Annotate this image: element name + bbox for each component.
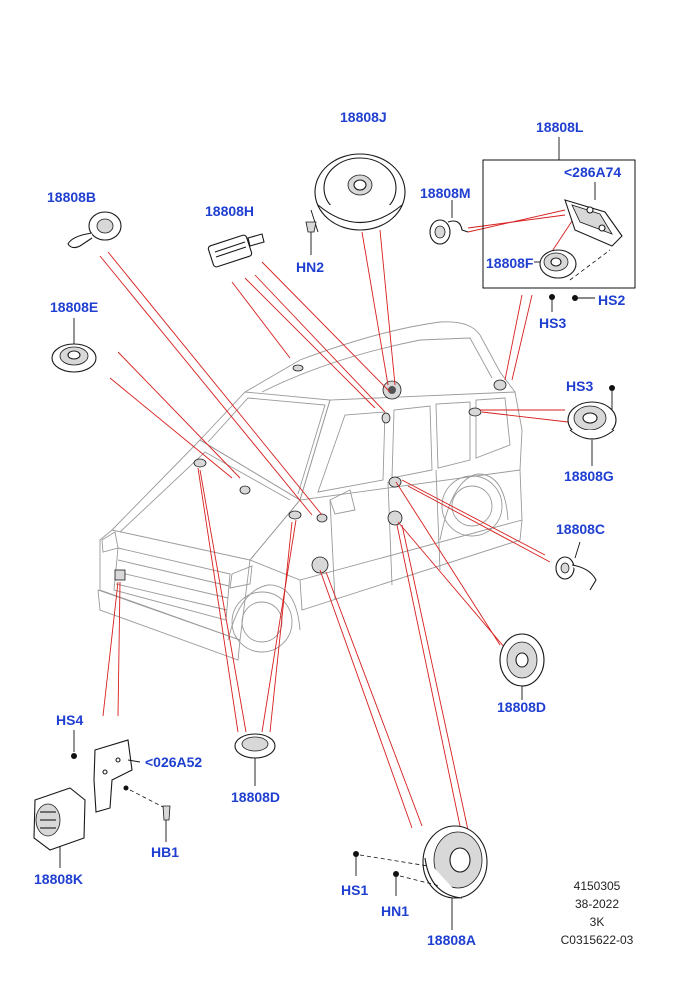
tailgate-speaker-location-icon: [493, 379, 507, 391]
callout-18808M: 18808M: [420, 185, 471, 201]
rear-roof-speaker-location-icon: [292, 364, 304, 372]
callout-HS3-rear: HS3: [566, 378, 593, 394]
speaker-18808D-rear-icon: [499, 633, 545, 700]
ref-line-4: C0315622-03: [561, 933, 634, 947]
speaker-18808E-icon: [51, 318, 97, 373]
ref-line-1: 4150305: [574, 879, 621, 893]
rear-door-speaker-location-icon: [387, 510, 403, 526]
speaker-18808M-icon: [429, 200, 469, 245]
callout-18808H: 18808H: [205, 203, 254, 219]
callout-18808L: 18808L: [536, 119, 584, 135]
callout-18808B: 18808B: [47, 189, 96, 205]
roof-speaker-18808J-icon: [310, 153, 406, 233]
rear-quarter-speaker-location-icon: [468, 407, 482, 417]
callout-18808G: 18808G: [564, 468, 614, 484]
screws-module-group-icon: [549, 294, 595, 312]
speaker-18808G-icon: [567, 385, 617, 466]
rear-door-tweeter-location-icon: [388, 476, 402, 488]
front-door-speaker-location-icon: [311, 556, 329, 574]
mirror-speaker-location-icon: [316, 513, 328, 523]
callout-18808K: 18808K: [34, 871, 83, 887]
callout-18808A: 18808A: [427, 932, 476, 948]
roof-speaker-cone-icon: [388, 386, 396, 394]
speaker-18808C-icon: [555, 541, 597, 591]
callout-labels: 18808J 18808L <286A74 18808M 18808B 1880…: [34, 109, 625, 948]
callout-HN1: HN1: [381, 903, 409, 919]
sounder-18808K-icon: [33, 787, 86, 868]
callout-18808D-rear: 18808D: [497, 699, 546, 715]
bracket-assembly-icon: [71, 730, 171, 842]
callout-HS4: HS4: [56, 712, 83, 728]
callout-286A74: <286A74: [564, 164, 621, 180]
ref-line-2: 38-2022: [575, 897, 619, 911]
dash-centre-speaker-location-icon: [239, 485, 251, 495]
front-bumper-sounder-location-icon: [114, 569, 126, 581]
callout-HS2: HS2: [598, 292, 625, 308]
pillar-speaker-location-icon: [288, 510, 302, 520]
amplifier-18808L-icon: [564, 182, 623, 247]
callout-026A52: <026A52: [145, 754, 202, 770]
reference-block: 4150305 38-2022 3K C0315622-03: [561, 879, 634, 947]
module-18808H-icon: [207, 233, 265, 268]
speaker-18808A-icon: [422, 825, 488, 930]
vehicle-speaker-locations: [114, 364, 507, 581]
callout-HS3-module: HS3: [539, 315, 566, 331]
callout-HB1: HB1: [151, 844, 179, 860]
c-pillar-speaker-location-icon: [381, 412, 391, 424]
callout-18808C: 18808C: [556, 521, 605, 537]
callout-18808J: 18808J: [340, 109, 387, 125]
callout-HS1: HS1: [341, 882, 368, 898]
dash-left-speaker-location-icon: [193, 458, 207, 468]
callout-18808D-front: 18808D: [231, 789, 280, 805]
ref-line-3: 3K: [590, 915, 605, 929]
vehicle-outline: [97, 321, 523, 661]
screw-HN2-icon: [305, 221, 317, 255]
leader-lines: [99, 209, 579, 831]
callout-HN2: HN2: [296, 259, 324, 275]
callout-18808F: 18808F: [486, 255, 534, 271]
speaker-18808F-icon: [534, 249, 611, 281]
screws-HS1-HN1-icon: [353, 851, 441, 896]
speaker-18808D-front-icon: [234, 733, 276, 786]
callout-18808E: 18808E: [50, 299, 98, 315]
tweeter-18808B-icon: [67, 211, 122, 249]
